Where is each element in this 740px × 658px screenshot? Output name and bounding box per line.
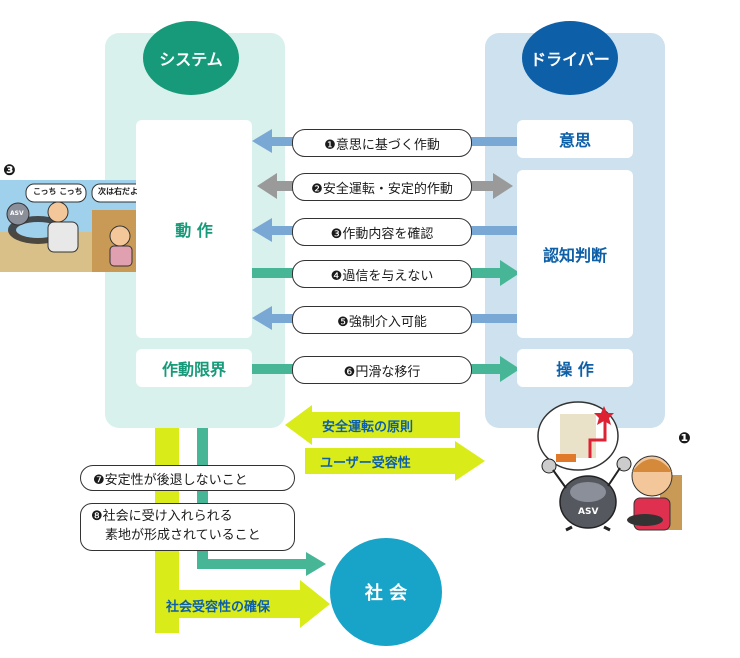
arrow-label-2: ❷安全運転・安定的作動: [292, 173, 472, 201]
arrow-label-6: ❻円滑な移行: [292, 356, 472, 384]
system-title-circle: システム: [143, 21, 239, 95]
driver-operation-box: 操 作: [517, 349, 633, 387]
teal-flow-horizontal: [197, 559, 307, 569]
arrow-label-4: ❹過信を与えない: [292, 260, 472, 288]
driver-intent-box: 意思: [517, 120, 633, 158]
condition-8: ❽社会に受け入れられる 素地が形成されていること: [80, 503, 295, 551]
society-circle: 社 会: [330, 538, 442, 646]
condition-7: ❼安定性が後退しないこと: [80, 465, 295, 491]
condition-8-line1: ❽社会に受け入れられる: [91, 509, 233, 524]
condition-8-line2: 素地が形成されていること: [105, 528, 261, 543]
teal-flow-vertical: [197, 428, 208, 568]
left-illustration-marker: ❸: [3, 161, 16, 179]
system-action-label: 動 作: [175, 221, 213, 240]
left-bubble-2: 次は右だよ: [98, 187, 138, 196]
system-limit-label: 作動限界: [161, 360, 226, 379]
left-illustration: [0, 180, 150, 272]
arrow-label-1: ❶意思に基づく作動: [292, 129, 472, 157]
system-limit-box: 作動限界: [136, 349, 252, 387]
principle-left-arrow: [285, 405, 460, 445]
arrow-label-5: ❺強制介入可能: [292, 306, 472, 334]
driver-cognition-box: 認知判断: [517, 170, 633, 338]
driver-operation-label: 操 作: [556, 360, 594, 379]
principle-left-label: 安全運転の原則: [322, 420, 414, 435]
right-illustration-marker: ❶: [678, 429, 691, 447]
society-acceptance-label: 社会受容性の確保: [166, 600, 271, 615]
yellow-flow-head: [300, 580, 330, 628]
right-robot-label: ASV: [578, 507, 599, 517]
arrow-label-3: ❸作動内容を確認: [292, 218, 472, 246]
teal-flow-head: [306, 552, 326, 576]
driver-cognition-label: 認知判断: [542, 246, 607, 265]
society-label: 社 会: [364, 583, 408, 604]
system-title: システム: [159, 50, 223, 69]
driver-title: ドライバー: [530, 50, 610, 69]
principle-right-arrow: [305, 441, 485, 481]
left-bubble-1: こっち こっち: [33, 187, 83, 196]
driver-intent-label: 意思: [558, 131, 591, 150]
driver-title-circle: ドライバー: [522, 21, 618, 95]
system-action-box: 動 作: [136, 120, 252, 338]
right-illustration: [537, 401, 682, 532]
left-robot-label: ASV: [10, 210, 24, 217]
yellow-flow-connector: [155, 590, 300, 618]
principle-right-label: ユーザー受容性: [320, 456, 411, 471]
